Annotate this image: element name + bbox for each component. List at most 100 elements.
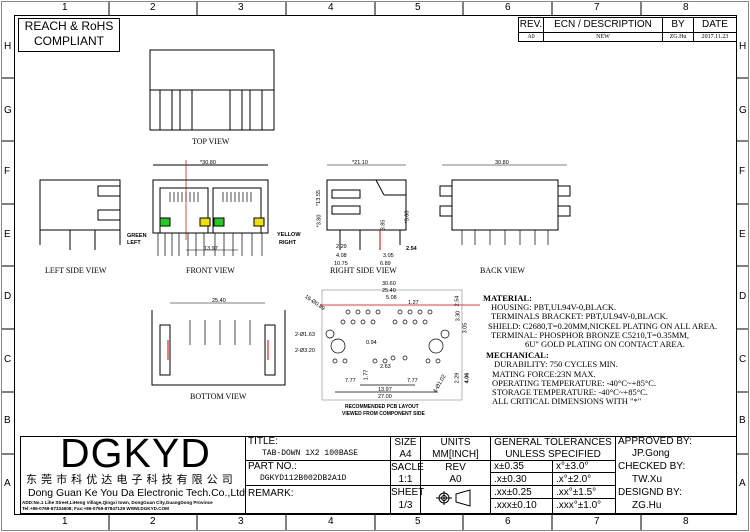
green-led-2 xyxy=(213,217,225,227)
tolerance-linear: .x±0.30 xyxy=(494,474,527,485)
dim-pcb: 13.97 xyxy=(378,387,392,393)
green-label: GREEN xyxy=(127,233,147,239)
column-label: 4 xyxy=(328,2,334,13)
tolerance-linear: .xxx±0.10 xyxy=(494,500,537,511)
yellow-led-1 xyxy=(199,217,211,227)
dim-side-d6: 6.89 xyxy=(380,261,391,267)
dim-side-h4: *3.60 xyxy=(404,210,411,224)
row-label: H xyxy=(4,41,12,52)
row-label: D xyxy=(739,291,747,302)
dim-pcb: 4.06 xyxy=(464,372,471,384)
dim-pcb: 2.54 xyxy=(454,295,461,307)
dim-side-h1: *13.55 xyxy=(315,190,322,206)
compliance-line-2: COMPLIANT xyxy=(33,34,104,48)
pcb-layout-label-2: VIEWED FROM COMPONENT SIDE xyxy=(342,411,425,417)
company-contact: Tel:+86-0769-87334608; Fax:+86-0769-8784… xyxy=(22,506,169,511)
dim-side-h2: *3.80 xyxy=(316,214,323,228)
material-line: TERMINAL: PHOSPHOR BRONZE C5210,T=0.35MM… xyxy=(491,329,689,340)
dim-side-d2: 4.08 xyxy=(336,253,347,259)
approved-by-value: JP.Gong xyxy=(632,448,670,459)
column-label: 2 xyxy=(150,2,156,13)
bottom-view-drawing xyxy=(151,302,286,386)
pcb-layout-drawing xyxy=(320,289,480,401)
tolerance-linear: .xx±0.25 xyxy=(494,487,532,498)
dim-pcb: 3.30 xyxy=(455,310,462,322)
company-name-cn: 东 莞 市 科 优 达 电 子 科 技 有 限 公 司 xyxy=(26,474,234,486)
checked-by-value: TW.Xu xyxy=(632,474,663,485)
size-value: A4 xyxy=(399,449,412,460)
mechanical-line: ALL CRITICAL DIMENSIONS WITH "*" xyxy=(492,396,642,407)
mechanical-line: DURABILITY: 750 CYCLES MIN. xyxy=(494,359,618,370)
dim-front-pitch: 13.97 xyxy=(204,246,218,252)
mechanical-line: OPERATING TEMPERATURE: -40°C~+85°C. xyxy=(492,377,657,388)
material-line: TERMINALS BRACKET: PBT,UL94V-0,BLACK. xyxy=(491,311,668,322)
left-side-view-drawing xyxy=(39,179,121,250)
column-label: 6 xyxy=(505,2,511,13)
approved-by-label: APPROVED BY: xyxy=(618,436,692,447)
company-name-en: Dong Guan Ke You Da Electronic Tech.Co.,… xyxy=(28,487,245,499)
dim-pcb: 3.05 xyxy=(462,322,469,334)
rev-value: A0 xyxy=(449,474,462,485)
by-value: ZG.Hu xyxy=(669,34,687,40)
row-label: B xyxy=(4,415,11,426)
column-label: 8 xyxy=(683,516,689,527)
dim-pcb: 7.77 xyxy=(407,378,418,384)
rev-label: REV xyxy=(445,462,466,473)
title-label: TITLE: xyxy=(248,436,279,447)
column-label: 3 xyxy=(238,2,244,13)
tolerances-title-1: GENERAL TOLERANCES xyxy=(494,437,612,448)
pcb-layout-label-1: RECOMMENDED PCB LAYOUT xyxy=(345,404,419,410)
right-side-view-label: RIGHT SIDE VIEW xyxy=(330,266,397,275)
by-header: BY xyxy=(671,19,685,30)
column-label: 5 xyxy=(415,2,421,13)
units-value: MM[INCH] xyxy=(432,449,479,460)
green-led-1 xyxy=(159,217,171,227)
revision-table-lines xyxy=(518,17,737,42)
dim-front-width: *30.80 xyxy=(200,160,216,166)
column-label: 1 xyxy=(62,2,68,13)
left-side-view-label: LEFT SIDE VIEW xyxy=(45,266,107,275)
mechanical-title: MECHANICAL: xyxy=(486,350,549,361)
part-no-value: DGKYD112B002DB2A1D xyxy=(260,474,347,483)
material-line: 6U" GOLD PLATING ON CONTACT AREA. xyxy=(525,339,685,350)
rev-header: REV. xyxy=(519,19,543,30)
front-view-drawing xyxy=(152,160,269,256)
tolerance-linear: x±0.35 xyxy=(494,461,524,472)
column-label: 1 xyxy=(62,516,68,527)
sheet-value: 1/3 xyxy=(398,500,413,511)
company-address: ADD:No.1 Lihe Street,LiHeng Village,Qing… xyxy=(22,500,213,505)
part-no-label: PART NO.: xyxy=(248,461,297,472)
sheet-label: SHEET xyxy=(391,487,425,498)
left-label: LEFT xyxy=(127,240,141,246)
company-logo: DGKYD xyxy=(60,430,211,476)
column-label: 4 xyxy=(328,516,334,527)
row-label: B xyxy=(739,415,746,426)
row-label: F xyxy=(739,166,746,177)
dim-pcb: 0.94 xyxy=(366,340,377,346)
remark-label: REMARK: xyxy=(248,488,294,499)
column-label: 8 xyxy=(683,2,689,13)
right-label: RIGHT xyxy=(279,240,297,246)
dim-side-width: *21.10 xyxy=(352,160,368,166)
mechanical-line: STORAGE TEMPERATURE: -40°C~+85°C. xyxy=(492,387,648,398)
row-label: H xyxy=(739,41,747,52)
compliance-line-1: REACH & RoHS xyxy=(24,19,114,33)
column-label: 7 xyxy=(594,2,600,13)
tolerance-angular: .x°±2.0° xyxy=(556,474,592,485)
dim-pcb: 30.60 xyxy=(382,281,396,287)
right-side-view-drawing xyxy=(326,164,407,250)
material-line: SHIELD: C2680,T=0.20MM,NICKEL PLATING ON… xyxy=(488,320,718,331)
dim-pcb: 1.27 xyxy=(408,300,419,306)
dim-side-h3: 3.85 xyxy=(380,219,387,231)
material-line: HOUSING: PBT,UL94V-0,BLACK. xyxy=(491,302,617,313)
row-label: C xyxy=(4,354,12,365)
title-block-lines xyxy=(20,436,737,514)
checked-by-label: CHECKED BY: xyxy=(618,461,686,472)
dim-pcb: 25.40 xyxy=(382,288,396,294)
dim-side-d1: 2.29 xyxy=(336,244,347,250)
tolerance-angular: .xxx°±1.0° xyxy=(556,500,602,511)
date-header: DATE xyxy=(702,19,728,30)
